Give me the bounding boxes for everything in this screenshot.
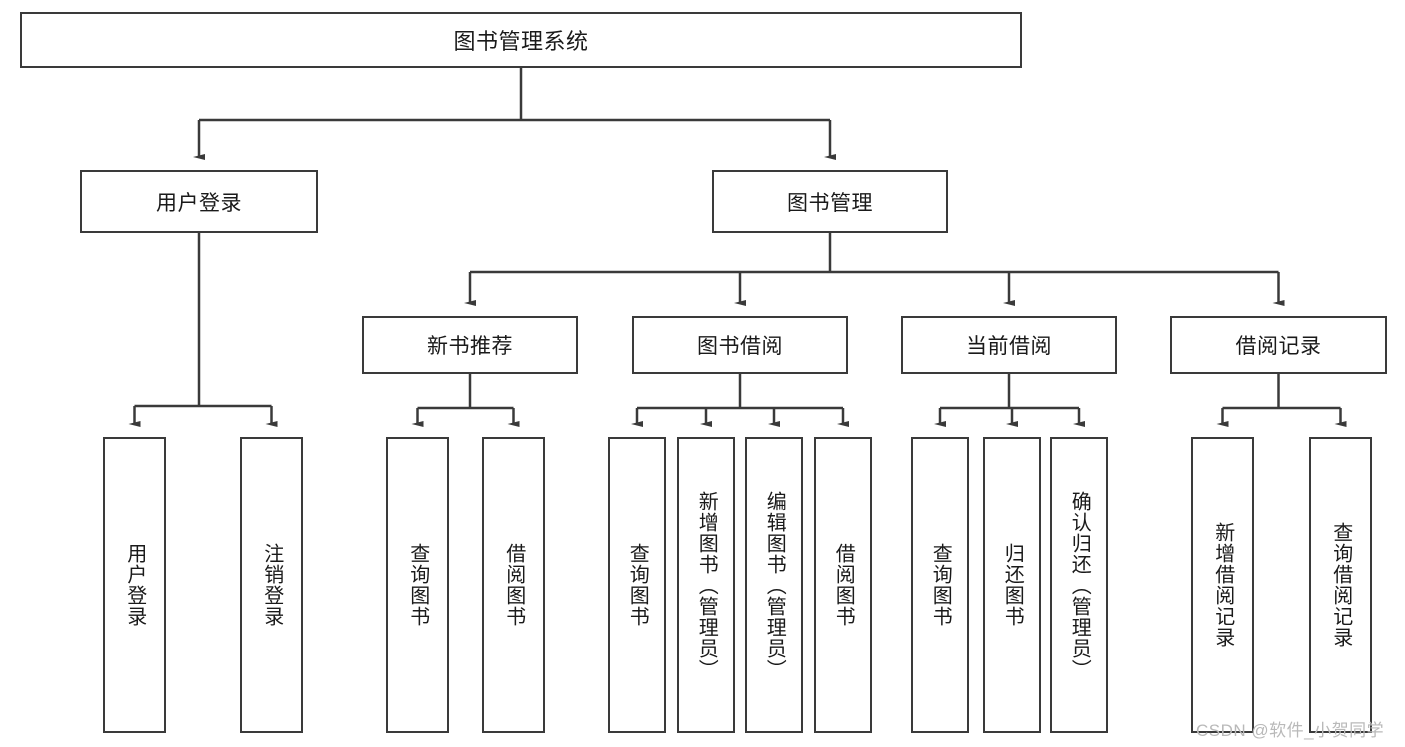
node-label: 借阅图书 [832,543,855,627]
node-label: 确认归还（管理员） [1068,490,1091,680]
node-label: 用户登录 [156,191,242,215]
node-leaf-rec-add[interactable]: 新增借阅记录 [1191,437,1254,733]
node-root[interactable]: 图书管理系统 [20,12,1022,68]
node-bookmgr[interactable]: 图书管理 [712,170,948,233]
node-label: 当前借阅 [966,335,1052,358]
node-label: 查询借阅记录 [1329,522,1352,648]
node-label: 图书借阅 [697,335,783,358]
node-label: 图书管理系统 [453,29,589,54]
node-newbook[interactable]: 新书推荐 [362,316,578,374]
node-label: 用户登录 [123,543,146,627]
node-label: 查询图书 [626,543,649,627]
node-label: 编辑图书（管理员） [763,490,786,680]
node-leaf-user-login[interactable]: 用户登录 [103,437,166,733]
node-leaf-cur-query[interactable]: 查询图书 [911,437,969,733]
node-leaf-br-query[interactable]: 查询图书 [608,437,666,733]
node-leaf-cur-confirm[interactable]: 确认归还（管理员） [1050,437,1108,733]
node-records[interactable]: 借阅记录 [1170,316,1387,374]
node-label: 新书推荐 [427,335,513,358]
node-borrow[interactable]: 图书借阅 [632,316,848,374]
node-leaf-nb-query[interactable]: 查询图书 [386,437,449,733]
node-label: 注销登录 [260,543,283,627]
node-leaf-rec-query[interactable]: 查询借阅记录 [1309,437,1372,733]
node-label: 借阅图书 [502,543,525,627]
node-current[interactable]: 当前借阅 [901,316,1117,374]
node-leaf-nb-borrow[interactable]: 借阅图书 [482,437,545,733]
node-label: 图书管理 [787,191,873,215]
node-label: 新增借阅记录 [1211,522,1234,648]
edge-paths [128,68,1347,427]
node-leaf-br-add[interactable]: 新增图书（管理员） [677,437,735,733]
node-leaf-user-logout[interactable]: 注销登录 [240,437,303,733]
node-label: 查询图书 [406,543,429,627]
node-leaf-cur-return[interactable]: 归还图书 [983,437,1041,733]
node-label: 借阅记录 [1235,335,1322,358]
node-label: 归还图书 [1001,543,1024,627]
node-label: 新增图书（管理员） [695,490,718,680]
node-label: 查询图书 [929,543,952,627]
node-leaf-br-edit[interactable]: 编辑图书（管理员） [745,437,803,733]
node-leaf-br-borrow[interactable]: 借阅图书 [814,437,872,733]
watermark-text: CSDN @软件_小贺同学 [1196,721,1385,740]
node-login[interactable]: 用户登录 [80,170,318,233]
